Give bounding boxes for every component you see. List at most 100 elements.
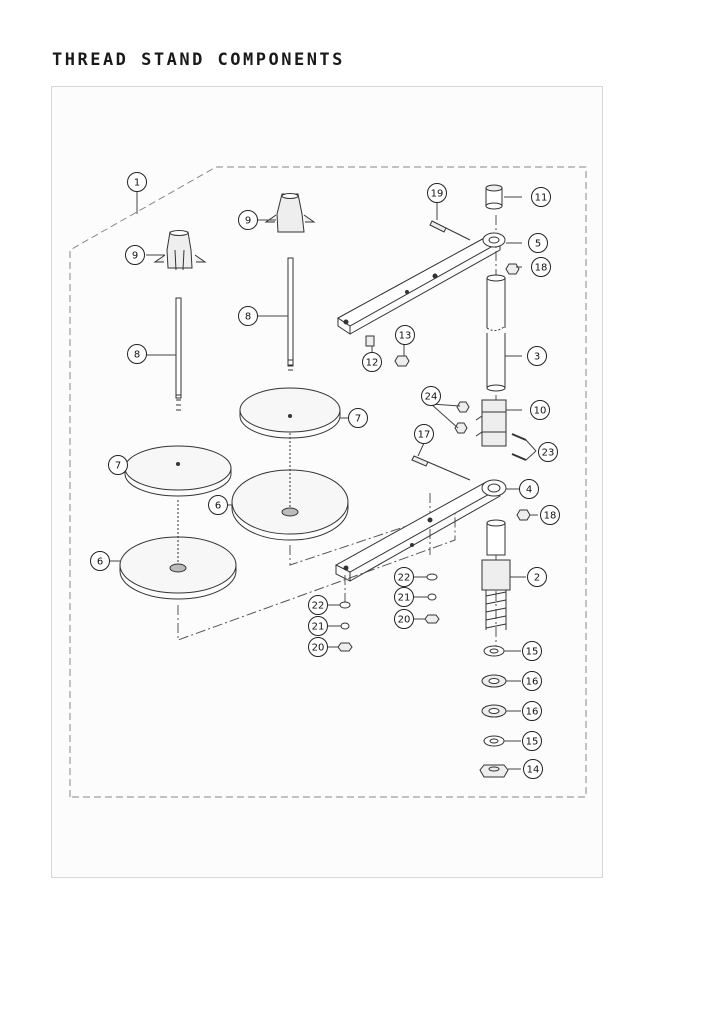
pole-3 xyxy=(486,274,506,392)
callout-6: 6 xyxy=(90,551,110,571)
callout-number: 8 xyxy=(245,312,251,323)
callout-2: 2 xyxy=(527,567,547,587)
callout-number: 6 xyxy=(97,557,103,568)
callout-number: 7 xyxy=(115,461,121,472)
callout-number: 3 xyxy=(534,352,540,363)
callout-21: 21 xyxy=(394,587,414,607)
callout-number: 16 xyxy=(526,677,539,688)
callout-number: 9 xyxy=(245,216,251,227)
callout-number: 4 xyxy=(526,485,532,496)
callout-6: 6 xyxy=(208,495,228,515)
callout-number: 19 xyxy=(431,189,444,200)
nut-13 xyxy=(394,355,410,367)
callout-number: 18 xyxy=(544,511,557,522)
screw-19 xyxy=(429,220,471,241)
callout-number: 20 xyxy=(398,615,411,626)
callout-number: 12 xyxy=(366,358,379,369)
callout-7: 7 xyxy=(348,408,368,428)
spool-disc-middle-6 xyxy=(231,433,349,541)
callout-number: 22 xyxy=(398,573,411,584)
callout-number: 6 xyxy=(215,501,221,512)
callout-number: 5 xyxy=(535,239,541,250)
callout-18: 18 xyxy=(540,505,560,525)
callout-3: 3 xyxy=(527,346,547,366)
washer-16-bottom xyxy=(481,704,507,718)
callout-16: 16 xyxy=(522,671,542,691)
callout-8: 8 xyxy=(238,306,258,326)
spool-pin-middle xyxy=(287,257,294,371)
callout-19: 19 xyxy=(427,183,447,203)
screws-23 xyxy=(511,433,527,461)
nuts-24 xyxy=(454,401,470,434)
callout-7: 7 xyxy=(108,455,128,475)
callout-10: 10 xyxy=(530,400,550,420)
spool-disc-left-6 xyxy=(119,500,237,600)
callout-number: 15 xyxy=(526,737,539,748)
callout-9: 9 xyxy=(238,210,258,230)
callout-16: 16 xyxy=(522,701,542,721)
spool-disc-left-7 xyxy=(124,445,232,497)
lower-arm xyxy=(334,479,507,582)
callout-14: 14 xyxy=(523,759,543,779)
callout-number: 22 xyxy=(312,601,325,612)
spool-cap-middle xyxy=(264,193,316,233)
callout-number: 18 xyxy=(535,263,548,274)
callout-15: 15 xyxy=(522,731,542,751)
callout-12: 12 xyxy=(362,352,382,372)
spool-cap-left xyxy=(153,230,207,271)
pole-2 xyxy=(481,519,511,630)
pin-12 xyxy=(365,335,375,347)
alignment-leaders xyxy=(177,215,497,650)
spool-pin-left xyxy=(175,297,182,411)
callout-5: 5 xyxy=(528,233,548,253)
small-parts-right xyxy=(424,573,440,624)
callout-number: 24 xyxy=(425,392,438,403)
callout-20: 20 xyxy=(308,637,328,657)
callout-17: 17 xyxy=(414,424,434,444)
callout-11: 11 xyxy=(531,187,551,207)
callout-number: 2 xyxy=(534,573,540,584)
callout-number: 17 xyxy=(418,430,431,441)
callout-21: 21 xyxy=(308,616,328,636)
callout-layer: 1234566778899101112131415151616171818192… xyxy=(90,172,560,779)
callout-18: 18 xyxy=(531,257,551,277)
collar-11 xyxy=(485,184,503,210)
washer-15-top xyxy=(483,645,505,657)
callout-number: 8 xyxy=(134,350,140,361)
nut-14 xyxy=(479,764,509,778)
callout-number: 21 xyxy=(312,622,325,633)
callout-9: 9 xyxy=(125,245,145,265)
washer-15-bottom xyxy=(483,735,505,747)
spool-disc-middle-7 xyxy=(239,387,341,439)
callout-number: 10 xyxy=(534,406,547,417)
callout-number: 16 xyxy=(526,707,539,718)
callout-number: 20 xyxy=(312,643,325,654)
callout-number: 15 xyxy=(526,647,539,658)
callout-number: 11 xyxy=(535,193,548,204)
nut-18-upper xyxy=(505,263,520,275)
joint-10 xyxy=(475,399,507,447)
callout-15: 15 xyxy=(522,641,542,661)
callout-23: 23 xyxy=(538,442,558,462)
nut-18-lower xyxy=(516,509,531,521)
callout-13: 13 xyxy=(395,325,415,345)
callout-22: 22 xyxy=(394,567,414,587)
callout-number: 13 xyxy=(399,331,412,342)
callout-number: 21 xyxy=(398,593,411,604)
assembly-boundary xyxy=(69,166,587,798)
callout-4: 4 xyxy=(519,479,539,499)
callout-24: 24 xyxy=(421,386,441,406)
screw-17 xyxy=(411,455,471,481)
callout-number: 9 xyxy=(132,251,138,262)
washer-16-top xyxy=(481,674,507,688)
callout-number: 14 xyxy=(527,765,540,776)
page-title: THREAD STAND COMPONENTS xyxy=(52,50,345,70)
callout-leaders xyxy=(109,191,538,770)
upper-arm xyxy=(337,232,506,335)
callout-20: 20 xyxy=(394,609,414,629)
callout-22: 22 xyxy=(308,595,328,615)
callout-number: 7 xyxy=(355,414,361,425)
callout-8: 8 xyxy=(127,344,147,364)
callout-1: 1 xyxy=(127,172,147,192)
